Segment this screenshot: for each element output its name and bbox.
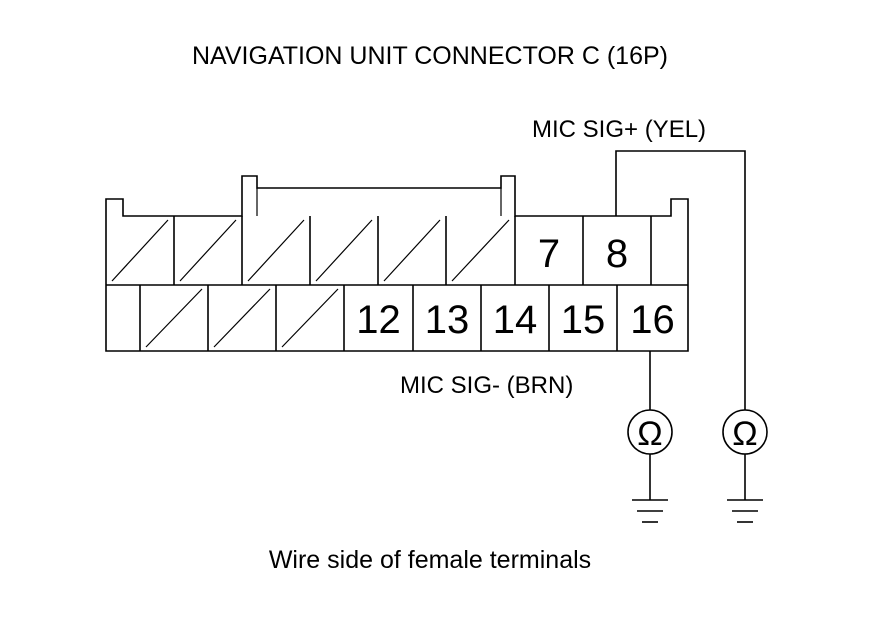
bottom-row-cell: 12 [343,285,401,351]
unused-terminal-slash [145,288,203,348]
pin-number: 12 [356,298,401,342]
pin-number: 14 [493,298,538,342]
unused-terminal-slash [213,288,271,348]
ohmmeter-icon: Ω [627,409,673,455]
diagram-title: NAVIGATION UNIT CONNECTOR C (16P) [192,42,668,70]
top-row-cell [173,216,237,285]
top-row-cell: 8 [582,216,628,285]
connector-bottom-row: 12 13 14 15 16 [139,285,675,351]
wire-mic-sig-plus [615,150,746,410]
unused-terminal-slash [383,219,441,282]
unused-terminal-slash [111,219,169,282]
top-row-cell [309,216,373,285]
pin-number: 7 [538,232,560,276]
bottom-row-cell: 16 [616,285,675,351]
unused-terminal-slash [247,219,305,282]
pin-number: 15 [561,298,606,342]
ground-icon [727,454,763,523]
pin-number: 16 [630,298,675,342]
bottom-row-cell: 14 [480,285,538,351]
unused-terminal-slash [315,219,373,282]
connector-housing [105,175,689,352]
ohmmeter-icon: Ω [722,409,768,455]
ground-icon [632,454,668,523]
pin-number: 13 [425,298,470,342]
top-row-cell [241,216,305,285]
pin-number: 8 [606,232,628,276]
top-row-cell [445,216,510,285]
unused-terminal-slash [179,219,237,282]
bottom-row-cell [275,285,339,351]
ohm-symbol: Ω [732,415,757,453]
top-row-cell [377,216,441,285]
unused-terminal-slash [281,288,339,348]
label-mic-sig-minus: MIC SIG- (BRN) [400,372,573,399]
label-mic-sig-plus: MIC SIG+ (YEL) [532,116,706,143]
unused-terminal-slash [451,219,510,282]
top-row-cell [111,219,169,282]
bottom-row-cell [139,285,203,351]
bottom-row-cell [207,285,271,351]
caption: Wire side of female terminals [269,546,591,574]
top-row-cell: 7 [514,216,560,285]
bottom-row-cell: 15 [548,285,606,351]
ohm-symbol: Ω [637,415,662,453]
bottom-row-cell: 13 [412,285,470,351]
